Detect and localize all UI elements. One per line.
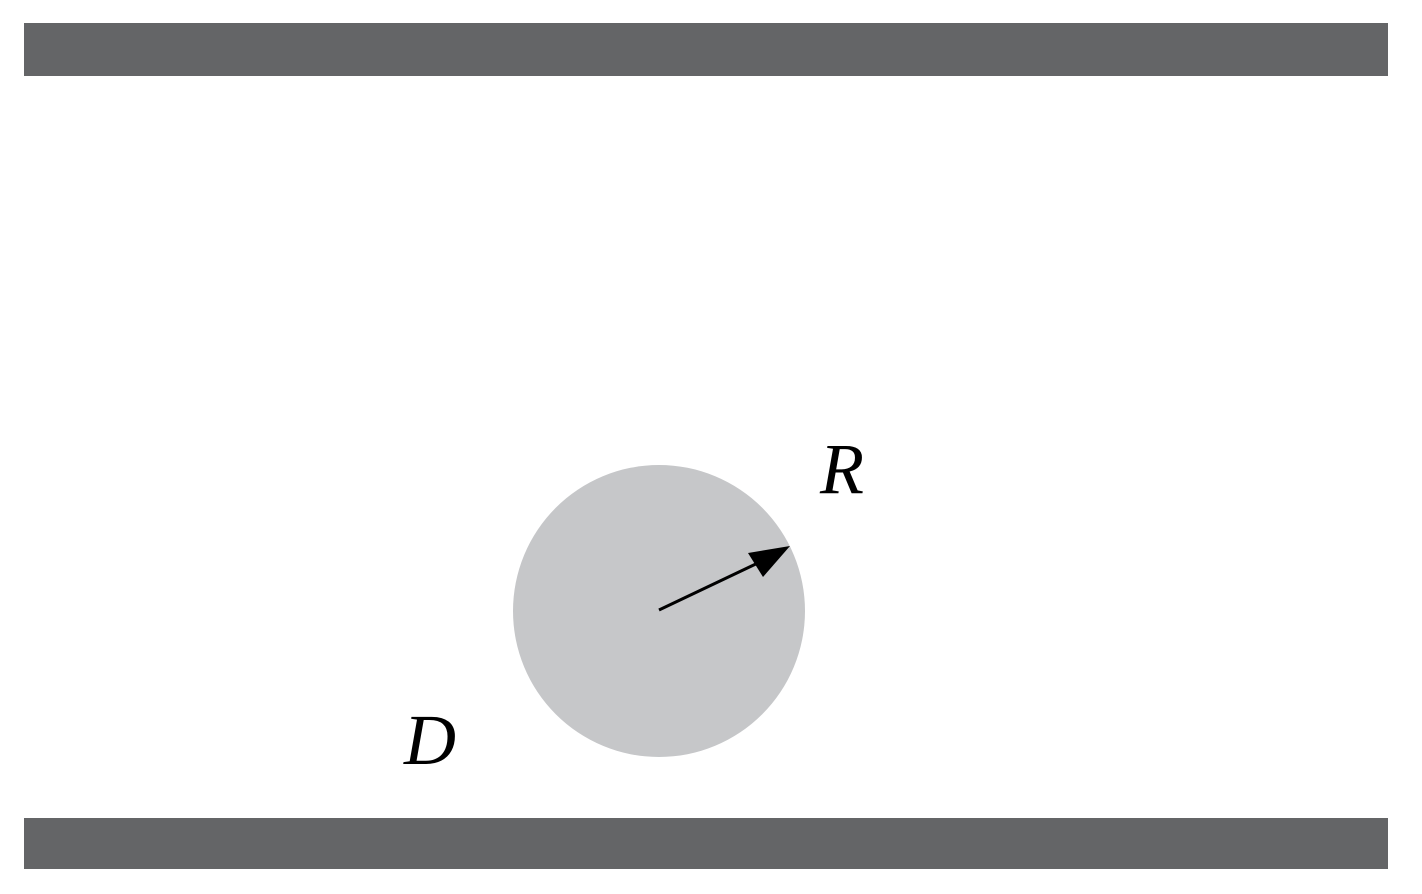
radius-label: R bbox=[819, 429, 864, 509]
radius-arrow-shaft bbox=[658, 560, 761, 612]
domain-label: D bbox=[403, 700, 456, 780]
particle-disk bbox=[513, 465, 805, 757]
radius-arrow-head bbox=[748, 546, 790, 577]
bottom-plate bbox=[24, 818, 1388, 869]
top-plate bbox=[24, 23, 1388, 76]
